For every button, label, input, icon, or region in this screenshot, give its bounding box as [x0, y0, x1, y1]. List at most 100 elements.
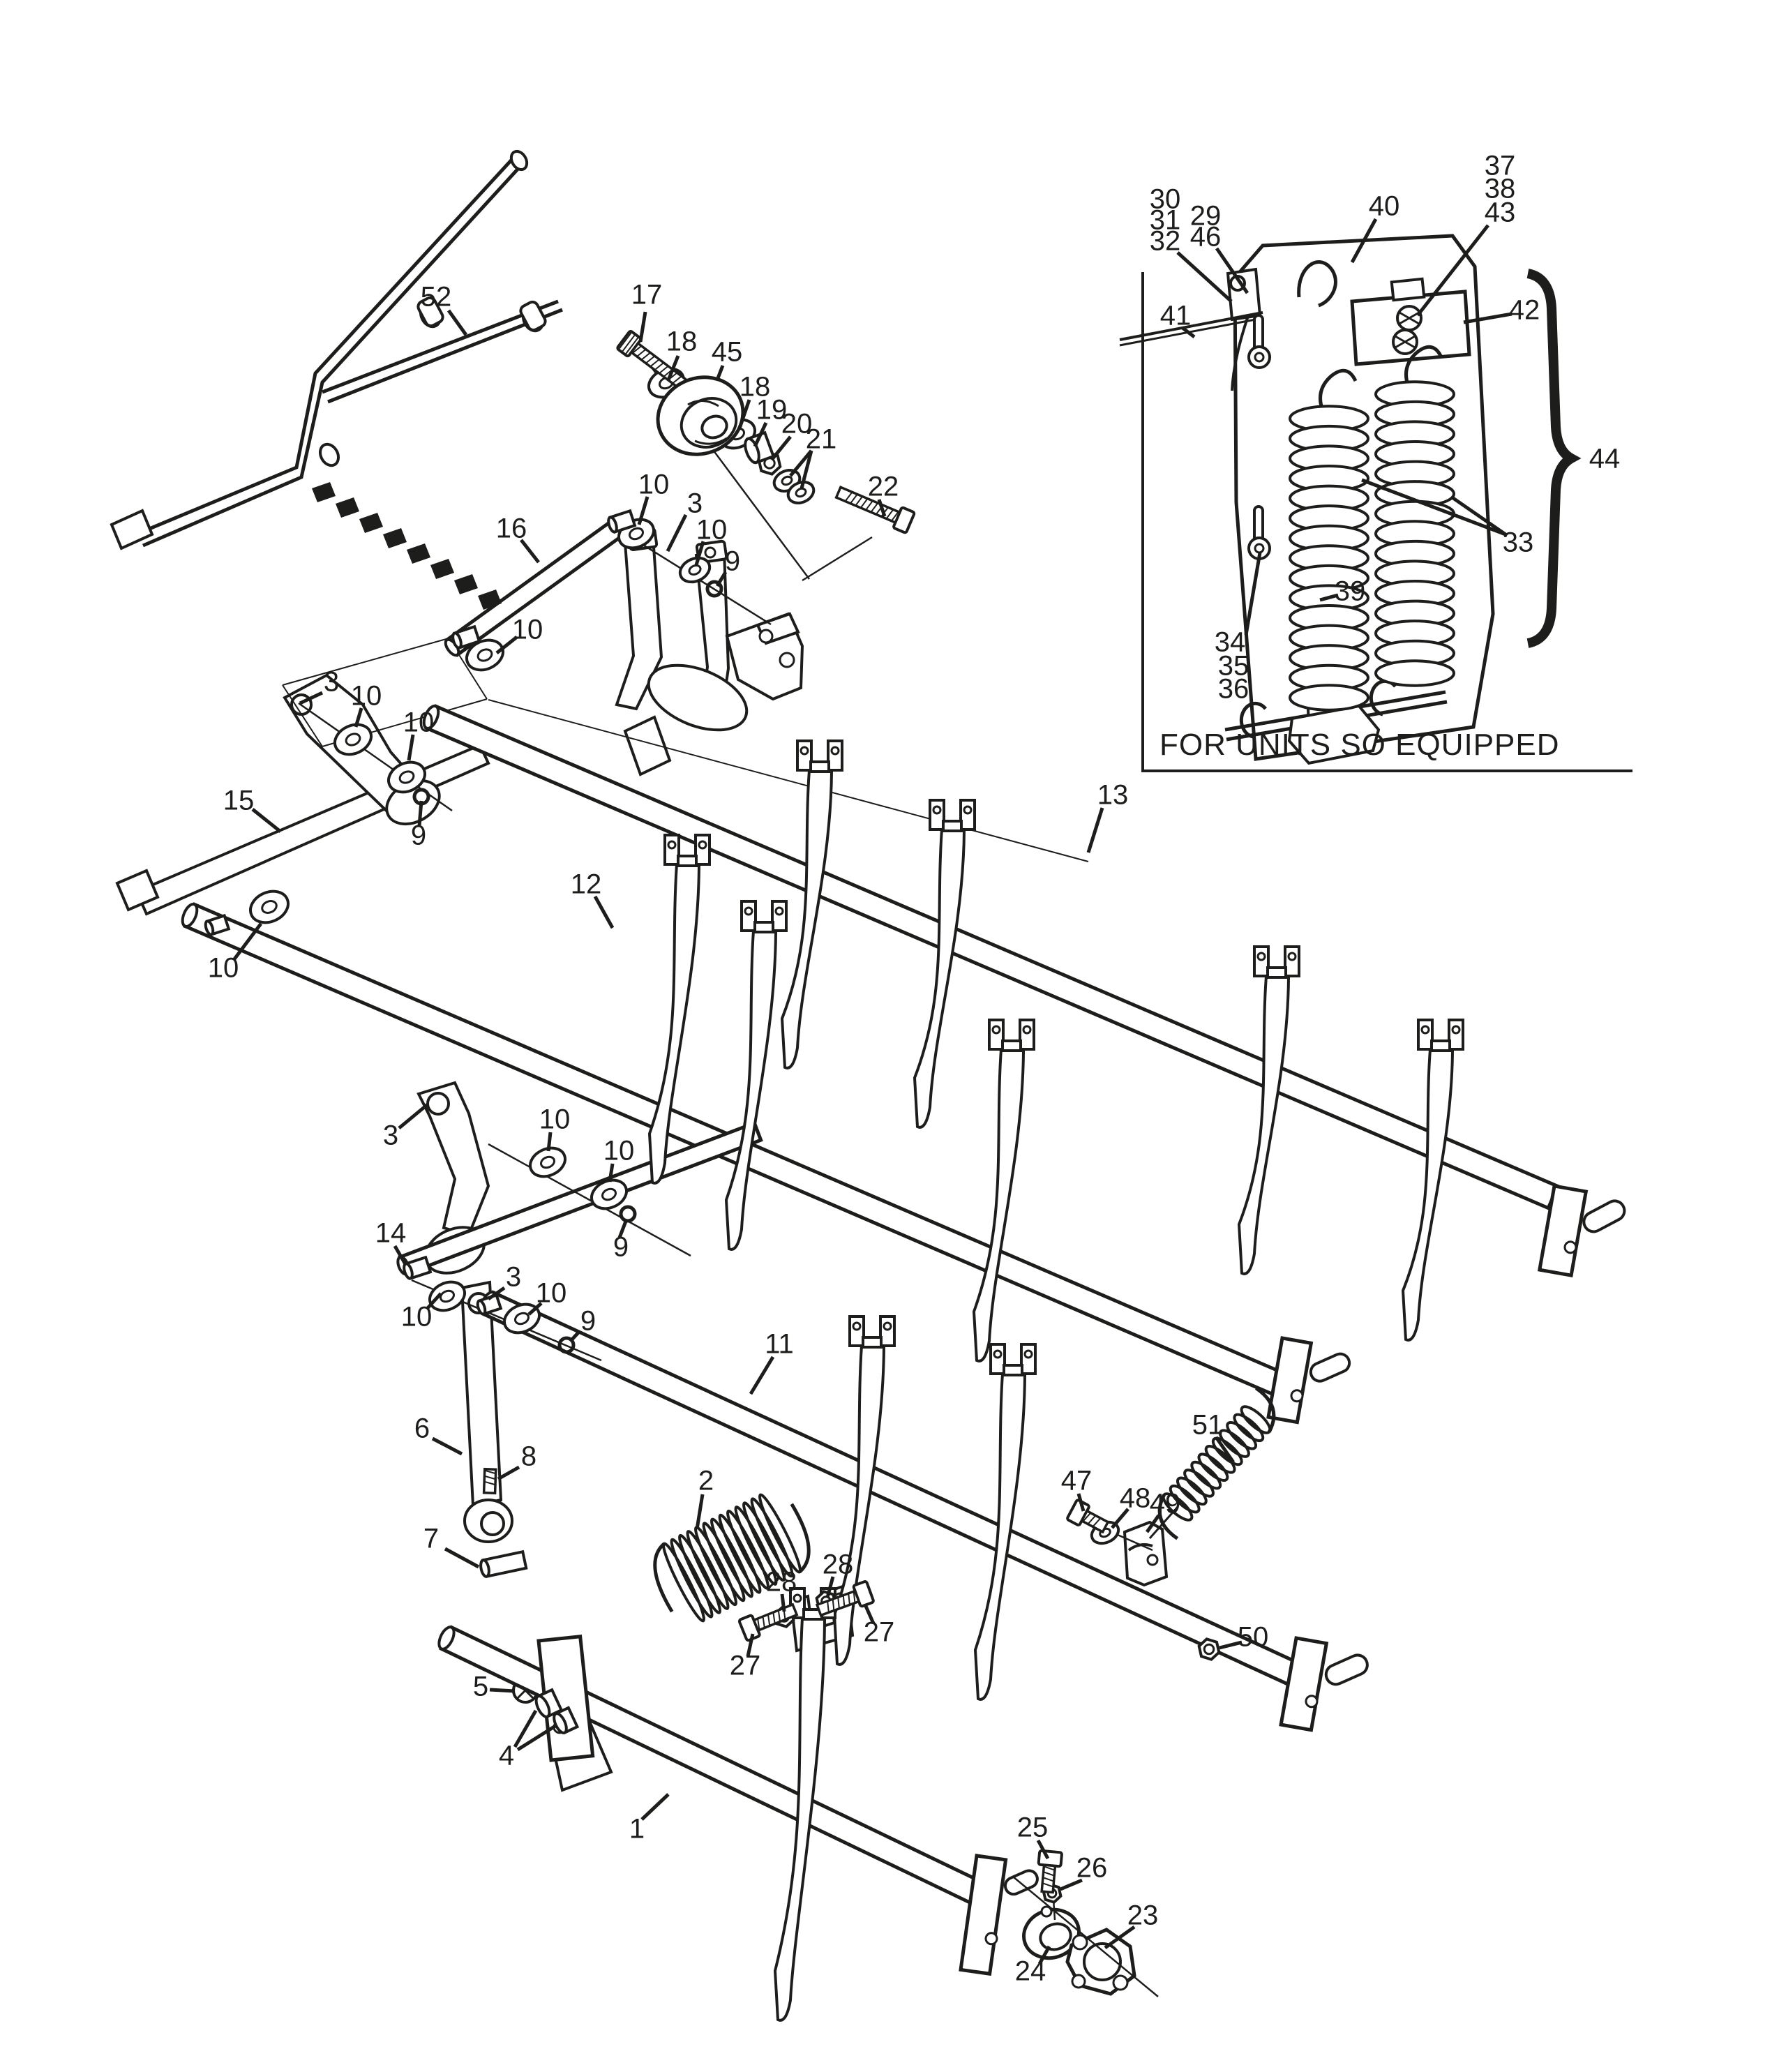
part-number-18: 18 [740, 372, 771, 403]
leader-line [398, 1103, 429, 1129]
leader-line [780, 1593, 786, 1612]
bushing-or-pin [744, 430, 776, 465]
washer [428, 1280, 466, 1312]
part-number-28: 28 [766, 1567, 797, 1598]
part-number-33: 33 [1503, 527, 1534, 558]
part-number-43: 43 [1485, 197, 1516, 228]
part-number-9: 9 [613, 1232, 629, 1263]
leader-line [527, 1302, 543, 1316]
leader-line [593, 895, 615, 929]
washer [529, 1146, 566, 1178]
part-number-14: 14 [375, 1218, 407, 1249]
hatch-mark [430, 559, 454, 579]
assembly-axes [298, 354, 1159, 1997]
part-number-3: 3 [383, 1120, 398, 1151]
washer [678, 556, 712, 584]
leader-line [513, 1709, 538, 1748]
part-23-flange-bearing [1065, 1928, 1136, 1996]
leader-line [426, 1292, 442, 1310]
leader-line [1104, 1925, 1136, 1950]
part-number-24: 24 [1015, 1956, 1046, 1987]
tine [724, 900, 788, 1251]
leader-line [666, 355, 680, 381]
part-number-28: 28 [823, 1549, 854, 1580]
leader-line [789, 449, 813, 477]
washer [387, 760, 426, 794]
part-number-49: 49 [1150, 1489, 1181, 1519]
bushing-or-pin [403, 1255, 433, 1280]
leader-line [393, 1245, 407, 1266]
inset-toggle-bolt-lower [1247, 505, 1271, 560]
leader-line [489, 1688, 516, 1693]
toolbar-13 [424, 704, 1560, 1210]
part-number-36: 36 [1218, 674, 1249, 705]
tine [972, 1019, 1035, 1362]
inset-bolts-43 [1392, 305, 1423, 355]
part-number-10: 10 [208, 953, 239, 984]
part-number-34: 34 [1215, 627, 1246, 658]
inset-hook-40 [1297, 260, 1337, 308]
leader-line [232, 922, 262, 961]
part-number-35: 35 [1218, 651, 1249, 682]
part-number-32: 32 [1150, 226, 1181, 257]
part-number-10: 10 [638, 470, 670, 500]
part-number-40: 40 [1369, 191, 1400, 222]
part-number-51: 51 [1192, 1410, 1224, 1441]
leader-line [1076, 1493, 1086, 1512]
leader-line [637, 496, 650, 525]
leader-line [1215, 247, 1249, 294]
part-number-3: 3 [506, 1262, 521, 1293]
bolt-stud [482, 1467, 497, 1495]
leader-line [877, 499, 887, 517]
bolt-hex [815, 1580, 875, 1617]
part-number-27: 27 [864, 1617, 895, 1648]
leader-line [1463, 312, 1512, 324]
part-number-8: 8 [521, 1441, 536, 1472]
leader-line [694, 541, 705, 566]
hatch-mark [454, 574, 478, 594]
leader-line [1037, 1945, 1051, 1965]
leader-line [546, 1132, 553, 1152]
leader-line [251, 808, 282, 833]
part-number-19: 19 [756, 395, 788, 426]
tine [913, 799, 976, 1129]
part-number-10: 10 [603, 1136, 635, 1166]
leader-line [495, 636, 518, 654]
leader-line [608, 1163, 615, 1183]
part-24-collar [1022, 1905, 1081, 1960]
part-number-48: 48 [1120, 1483, 1151, 1514]
leader-line [1350, 218, 1378, 264]
part-number-1: 1 [629, 1814, 645, 1845]
part-number-10: 10 [512, 615, 543, 645]
part-number-10: 10 [536, 1278, 567, 1309]
inset-wire-41 [1119, 311, 1263, 341]
leader-line [638, 311, 647, 343]
inset-for-units-so-equipped [1119, 234, 1632, 772]
bolt-hex [737, 1602, 799, 1642]
part-number-30: 30 [1150, 184, 1181, 215]
part-52-bent-rod [110, 149, 563, 550]
part-number-50: 50 [1238, 1622, 1269, 1653]
part-number-10: 10 [696, 515, 728, 546]
hatch-mark [478, 590, 502, 610]
part-number-3: 3 [324, 667, 339, 698]
bolt-hex [1066, 1499, 1110, 1534]
tine [780, 740, 843, 1069]
part-number-5: 5 [473, 1672, 488, 1702]
leader-line [354, 707, 363, 728]
part-number-26: 26 [1076, 1853, 1108, 1884]
part-number-10: 10 [403, 707, 435, 738]
bushing-or-pin [204, 913, 231, 937]
leader-line [749, 1356, 775, 1395]
leader-line [1036, 1839, 1050, 1860]
tine [1401, 1019, 1464, 1342]
leader-line [1176, 251, 1233, 303]
hatch-mark [383, 528, 407, 548]
part-number-18: 18 [666, 326, 698, 357]
leader-line [407, 734, 415, 761]
leader-line [1145, 1514, 1161, 1533]
leader-line [446, 309, 468, 336]
washer [590, 1178, 628, 1210]
